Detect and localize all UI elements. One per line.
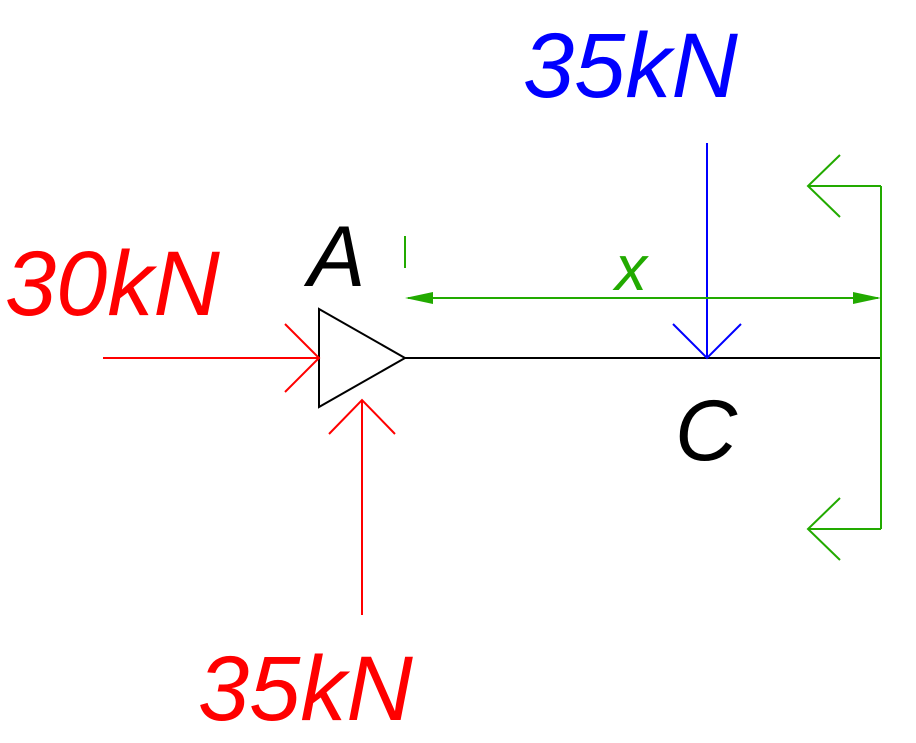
horizontal-reaction-label: 30kN: [5, 233, 220, 335]
applied-load-label: 35kN: [523, 15, 738, 117]
distance-dimension-line: [404, 236, 878, 299]
horizontal-reaction-arrow: [103, 323, 321, 393]
vertical-reaction-label: 35kN: [198, 638, 413, 738]
node-c-label: C: [675, 383, 738, 479]
dimension-arrowhead-left: [405, 292, 433, 304]
vertical-reaction-arrow: [328, 398, 396, 615]
node-a-label: A: [303, 209, 365, 305]
dimension-arrowhead-right: [853, 292, 881, 304]
distance-label: x: [612, 232, 649, 304]
applied-load-arrow: [672, 143, 742, 360]
section-cut-marker: [806, 154, 882, 561]
pin-support-triangle: [318, 307, 408, 409]
